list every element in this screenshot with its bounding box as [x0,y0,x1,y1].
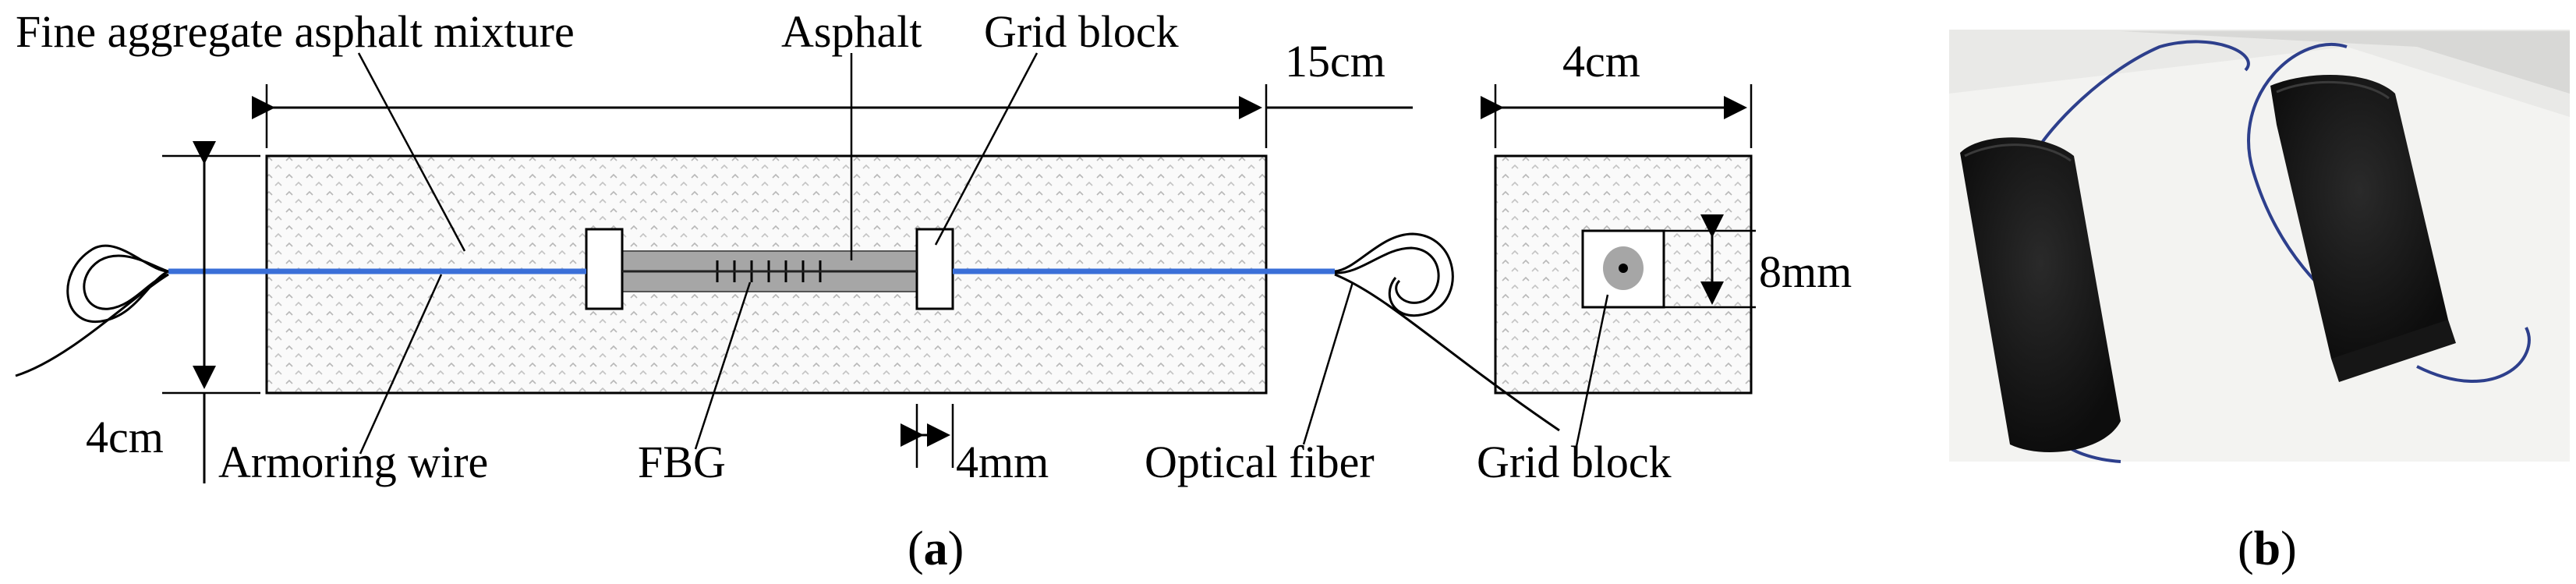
label-fbg: FBG [638,437,726,487]
photo-specimen-left [1960,137,2121,452]
label-grid-size: 8mm [1759,246,1852,297]
leader-armoring-wire [359,274,443,455]
label-length: 15cm [1285,36,1385,87]
photo-of-two-asphalt-specimens [1949,30,2570,463]
label-optical-fiber: Optical fiber [1145,437,1375,487]
leader-grid-block-top [934,52,1039,246]
panel-b: (b) [1949,30,2570,575]
panel-a-label: (a) [908,522,964,575]
panel-b-label: (b) [2238,522,2297,575]
label-fine-aggregate: Fine aggregate asphalt mixture [16,6,575,57]
label-asphalt: Asphalt [781,6,922,57]
cross-section-core [1619,264,1628,273]
fiber-coil-left [15,244,169,377]
panel-b-letter: b [2254,522,2281,575]
label-grid-block-top: Grid block [984,6,1179,57]
fiber-coil-right [1334,232,1560,432]
leader-optical-fiber [1302,281,1354,445]
label-armoring-wire: Armoring wire [218,437,488,487]
panel-a: Fine aggregate asphalt mixture Asphalt G… [15,6,1852,575]
panel-a-letter: a [924,522,948,575]
label-width: 4cm [1562,36,1640,87]
leader-fbg [694,281,752,450]
leader-lines [357,52,1609,455]
panel-b-open: ( [2238,522,2254,575]
grid-block-left [585,228,624,310]
label-gap: 4mm [956,437,1049,487]
label-grid-block-bottom: Grid block [1477,437,1672,487]
grid-block-right [915,228,954,310]
panel-a-open: ( [908,522,924,575]
panel-b-close: ) [2281,522,2297,575]
label-height: 4cm [86,412,164,462]
leader-fine-aggregate [357,52,466,252]
panel-a-close: ) [948,522,964,575]
photo-specimen-right [2270,75,2456,382]
leader-grid-block-bottom [1573,294,1609,455]
